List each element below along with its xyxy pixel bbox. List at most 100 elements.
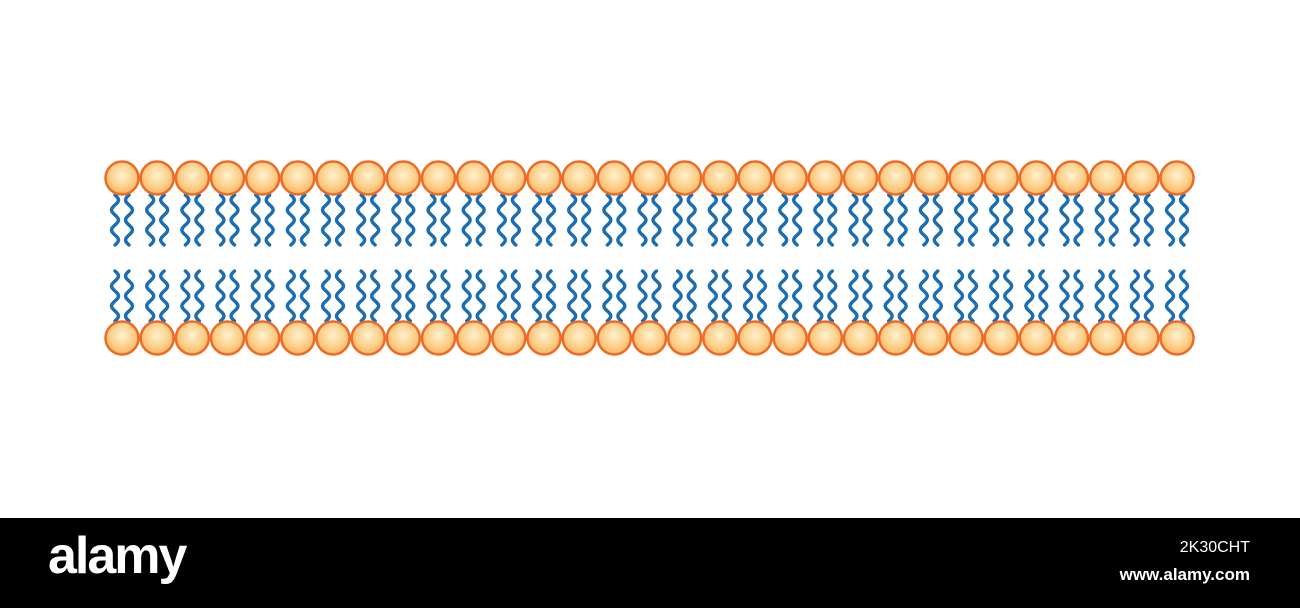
bottom-tail-left-3 xyxy=(180,269,191,323)
top-tail-right-18 xyxy=(721,193,733,247)
top-phospholipid-head-12 xyxy=(491,160,527,196)
bottom-tail-left-15 xyxy=(602,269,613,323)
top-tail-left-17 xyxy=(672,193,683,247)
top-tail-left-19 xyxy=(742,193,754,247)
bottom-tail-right-1 xyxy=(123,269,135,323)
bottom-tail-right-19 xyxy=(756,269,768,323)
top-phospholipid-head-15 xyxy=(596,160,633,196)
bottom-phospholipid-head-19 xyxy=(737,320,773,356)
top-tail-right-2 xyxy=(158,193,170,247)
bottom-tail-left-7 xyxy=(320,269,332,323)
top-tail-left-29 xyxy=(1094,193,1105,247)
top-tail-left-14 xyxy=(566,193,578,247)
bottom-phospholipid-head-25 xyxy=(948,320,984,356)
top-tail-right-12 xyxy=(510,193,522,247)
bottom-phospholipid-head-31 xyxy=(1159,320,1195,356)
bottom-phospholipid-head-9 xyxy=(385,320,422,356)
bottom-tail-left-9 xyxy=(391,269,402,323)
top-phospholipid-head-18 xyxy=(702,160,738,196)
bottom-tail-right-7 xyxy=(334,269,346,323)
top-tail-right-29 xyxy=(1108,193,1119,247)
top-phospholipid-head-5 xyxy=(244,160,281,196)
top-phospholipid-head-25 xyxy=(948,160,984,196)
top-tail-right-16 xyxy=(651,193,662,247)
bottom-tail-right-16 xyxy=(651,269,662,323)
top-tail-right-9 xyxy=(405,193,416,247)
top-tail-right-19 xyxy=(756,193,768,247)
top-tail-right-10 xyxy=(440,193,451,247)
top-tail-left-23 xyxy=(883,193,894,247)
top-tail-left-4 xyxy=(215,193,226,247)
bottom-phospholipid-head-12 xyxy=(491,320,527,356)
top-phospholipid-head-29 xyxy=(1088,160,1125,196)
bottom-tail-right-25 xyxy=(967,269,979,323)
bottom-tail-right-6 xyxy=(299,269,311,323)
top-phospholipid-head-20 xyxy=(772,160,808,196)
bottom-tail-left-18 xyxy=(707,269,719,323)
bottom-tail-right-9 xyxy=(405,269,416,323)
top-tail-left-24 xyxy=(918,193,930,247)
top-tail-right-28 xyxy=(1073,193,1084,247)
top-phospholipid-head-6 xyxy=(280,160,316,196)
bottom-tail-left-1 xyxy=(109,269,121,323)
top-phospholipid-head-30 xyxy=(1124,160,1160,196)
bottom-tail-right-5 xyxy=(264,269,275,323)
bottom-tail-left-14 xyxy=(566,269,578,323)
bottom-tail-left-10 xyxy=(426,269,437,323)
top-tail-left-1 xyxy=(109,193,121,247)
bottom-phospholipid-head-11 xyxy=(455,320,492,356)
bottom-phospholipid-head-29 xyxy=(1088,320,1125,356)
bottom-phospholipid-head-3 xyxy=(174,320,211,356)
bottom-leaflet-heads xyxy=(104,320,1195,356)
top-tail-right-31 xyxy=(1178,193,1190,247)
top-phospholipid-head-8 xyxy=(350,160,386,196)
bottom-tail-left-20 xyxy=(777,269,789,323)
top-tail-right-26 xyxy=(1002,193,1014,247)
bottom-phospholipid-head-26 xyxy=(983,320,1019,356)
bottom-tail-left-13 xyxy=(531,269,543,323)
top-tail-right-23 xyxy=(897,193,908,247)
top-tail-right-8 xyxy=(369,193,381,247)
top-tail-left-20 xyxy=(777,193,789,247)
top-tail-right-4 xyxy=(229,193,240,247)
top-tail-right-11 xyxy=(475,193,486,247)
bottom-phospholipid-head-22 xyxy=(842,320,879,356)
top-tail-right-27 xyxy=(1038,193,1049,247)
bottom-tail-right-29 xyxy=(1108,269,1119,323)
top-phospholipid-head-7 xyxy=(315,160,351,196)
top-phospholipid-head-10 xyxy=(420,160,457,196)
bottom-tail-left-28 xyxy=(1059,269,1070,323)
bottom-phospholipid-head-1 xyxy=(104,320,140,356)
top-phospholipid-head-22 xyxy=(842,160,879,196)
top-tail-right-5 xyxy=(264,193,275,247)
image-id-label: 2K30CHT xyxy=(1179,539,1250,556)
top-tail-right-13 xyxy=(545,193,557,247)
top-tail-right-3 xyxy=(194,193,205,247)
bottom-tail-left-21 xyxy=(813,269,824,323)
top-tail-left-30 xyxy=(1129,193,1141,247)
top-phospholipid-head-21 xyxy=(807,160,844,196)
bottom-phospholipid-head-13 xyxy=(526,320,562,356)
bottom-tail-left-22 xyxy=(848,269,859,323)
bottom-tail-right-21 xyxy=(827,269,838,323)
top-tail-right-20 xyxy=(791,193,803,247)
bottom-tail-right-28 xyxy=(1073,269,1084,323)
bottom-tail-right-26 xyxy=(1002,269,1014,323)
top-tail-left-12 xyxy=(496,193,508,247)
bottom-phospholipid-head-23 xyxy=(877,320,914,356)
bottom-tail-right-20 xyxy=(791,269,803,323)
top-tail-left-21 xyxy=(813,193,824,247)
bottom-tail-left-12 xyxy=(496,269,508,323)
top-tail-right-21 xyxy=(827,193,838,247)
bottom-phospholipid-head-18 xyxy=(702,320,738,356)
top-phospholipid-head-3 xyxy=(174,160,211,196)
bottom-phospholipid-head-7 xyxy=(315,320,351,356)
top-phospholipid-head-28 xyxy=(1053,160,1090,196)
top-tail-right-24 xyxy=(932,193,944,247)
top-phospholipid-head-27 xyxy=(1018,160,1055,196)
bottom-phospholipid-head-6 xyxy=(280,320,316,356)
top-tail-left-25 xyxy=(953,193,965,247)
bottom-phospholipid-head-16 xyxy=(631,320,668,356)
bottom-tail-left-8 xyxy=(355,269,367,323)
